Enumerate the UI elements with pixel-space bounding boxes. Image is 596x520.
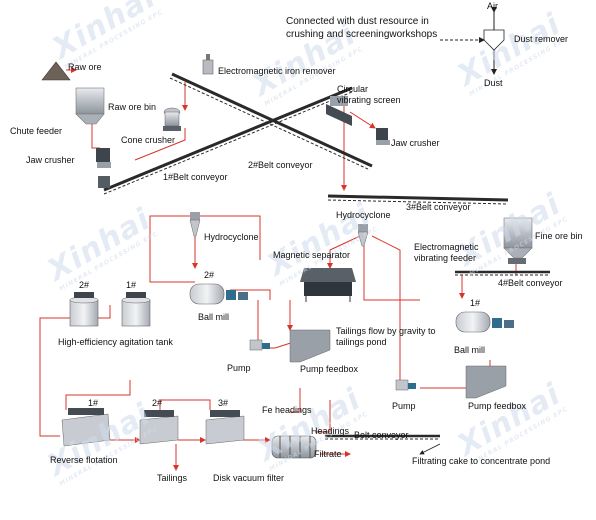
magnetic-separator-label: Magnetic separator [273,250,351,260]
hydrocyclone-2 [357,224,369,247]
flow-cyclone2-right [371,235,401,340]
em-feeder-label-1: Electromagnetic [414,242,479,252]
belt-conveyor-3-label: 3#Belt conveyor [406,202,471,212]
circular-screen-label-1: Circular [337,84,369,94]
filtrate-label: Filtrate [314,449,342,459]
fine-ore-bin [503,217,533,259]
jaw-crusher-2 [376,128,390,145]
flotation-3-number: 3# [218,398,229,408]
dust-remover [440,7,505,75]
magnetic-separator [300,268,356,302]
belt-conveyor-3 [327,194,509,205]
headings-label: Headings [311,426,350,436]
chute-feeder-label: Chute feeder [10,126,63,136]
flotation-cell-1 [61,408,111,447]
ball-mill-2-label: Ball mill [198,312,230,322]
belt-conveyor-2 [169,72,373,171]
em-feeder-label-2: vibrating feeder [414,253,477,263]
disk-vacuum-filter [271,435,317,459]
flow-return1 [65,380,131,410]
tailings-flow-label-2: tailings pond [336,337,387,347]
flotation-cell-2 [139,410,179,445]
cone-crusher [163,107,181,131]
jaw-crusher-2-label: Jaw crusher [391,138,440,148]
flow-cone-out [134,128,186,161]
flow-mill1-back [363,230,420,301]
em-iron-remover-label: Electromagnetic iron remover [218,66,336,76]
tailings-flow-label-1: Tailings flow by gravity to [336,326,436,336]
hydrocyclone-2-label: Hydrocyclone [336,210,391,220]
flow-bin-to-jaw [91,122,100,149]
flow-cyclone2-to-magsep [327,235,361,269]
flow-tank-to-flot [39,305,111,437]
jaw-crusher-1-label: Jaw crusher [26,155,75,165]
hydrocyclone-1 [189,212,201,237]
agitation-tank-1-number: 1# [126,280,137,290]
cone-crusher-label: Cone crusher [121,135,176,145]
ball-mill-1 [455,311,514,333]
belt-conveyor-1 [103,86,353,195]
em-vibrating-feeder [508,258,526,264]
flow-mill2-cyclone [149,215,195,283]
pump-feedbox-2 [465,365,507,399]
reverse-flotation-label: Reverse flotation [50,455,118,465]
tailings-label: Tailings [157,473,188,483]
belt-conveyor-4-label: 4#Belt conveyor [498,278,563,288]
agitation-tank-1 [121,292,151,327]
raw-ore-bin-label: Raw ore bin [108,102,157,112]
flow-cyclone1-over [200,215,261,260]
dust-label: Dust [484,78,503,88]
fine-ore-bin-label: Fine ore bin [535,231,583,241]
circular-screen-label-2: vibrating screen [337,95,401,105]
flotation-2-number: 2# [152,398,163,408]
dust-note-line-2: crushing and screeningworkshops [286,29,438,40]
ball-mill-2 [189,283,248,305]
pump-2 [395,379,416,391]
belt-conveyor-bottom [325,434,440,440]
agitation-tank-2-number: 2# [79,280,90,290]
flow-fe-down [290,388,301,413]
flotation-cell-3 [205,410,245,445]
raw-ore-bin [75,87,105,125]
belt-conveyor-2-label: 2#Belt conveyor [248,160,313,170]
jaw-crusher-1 [96,148,111,168]
belt-conveyor-1-label: 1#Belt conveyor [163,172,228,182]
pump-1-label: Pump [227,363,251,373]
agitation-tank-2 [69,292,99,327]
flow-fe-head [315,400,331,433]
ball-mill-1-number: 1# [470,298,481,308]
disk-vacuum-filter-label: Disk vacuum filter [213,473,285,483]
em-iron-remover [202,54,214,75]
air-label: Air [487,1,498,11]
jaw-crusher-feed [98,176,110,188]
filtrating-cake-label: Filtrating cake to concentrate pond [412,456,551,466]
flow-f3-return [159,399,211,410]
raw-ore-label: Raw ore [68,62,102,72]
belt-conveyor-4 [455,270,550,276]
belt-conveyor-bottom-label: Belt conveyor [354,430,409,440]
dust-remover-label: Dust remover [514,34,569,44]
ball-mill-1-label: Ball mill [454,345,486,355]
pump-feedbox-2-label: Pump feedbox [468,401,527,411]
dust-note-line-1: Connected with dust resource in [286,16,429,27]
pump-1 [249,339,270,351]
flow-screen-to-jaw [349,111,376,129]
flow-mill2-loop [230,289,271,300]
pump-feedbox-1 [289,329,331,363]
belt-conveyors [103,72,550,440]
flotation-1-number: 1# [88,398,99,408]
hydrocyclone-1-label: Hydrocyclone [204,232,259,242]
raw-ore-pile [41,61,71,81]
pump-feedbox-1-label: Pump feedbox [300,364,359,374]
agitation-tank-label: High-efficiency agitation tank [58,337,173,347]
ball-mill-2-number: 2# [204,270,215,280]
fe-headings-label: Fe headings [262,405,312,415]
pump-2-label: Pump [392,401,416,411]
circular-vibrating-screen [326,96,352,126]
